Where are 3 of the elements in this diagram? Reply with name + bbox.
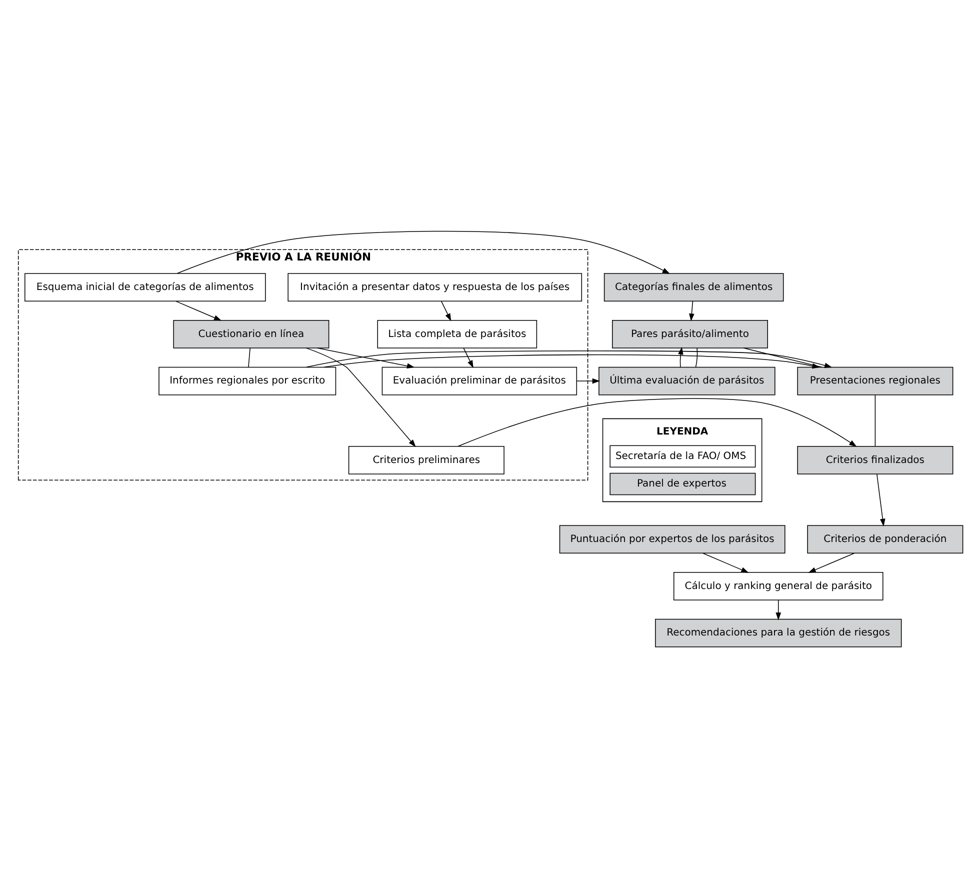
legend-label: Secretaría de la FAO/ OMS — [615, 450, 746, 462]
legend-label: Panel de expertos — [636, 478, 726, 490]
label: LEYENDA — [656, 426, 708, 437]
